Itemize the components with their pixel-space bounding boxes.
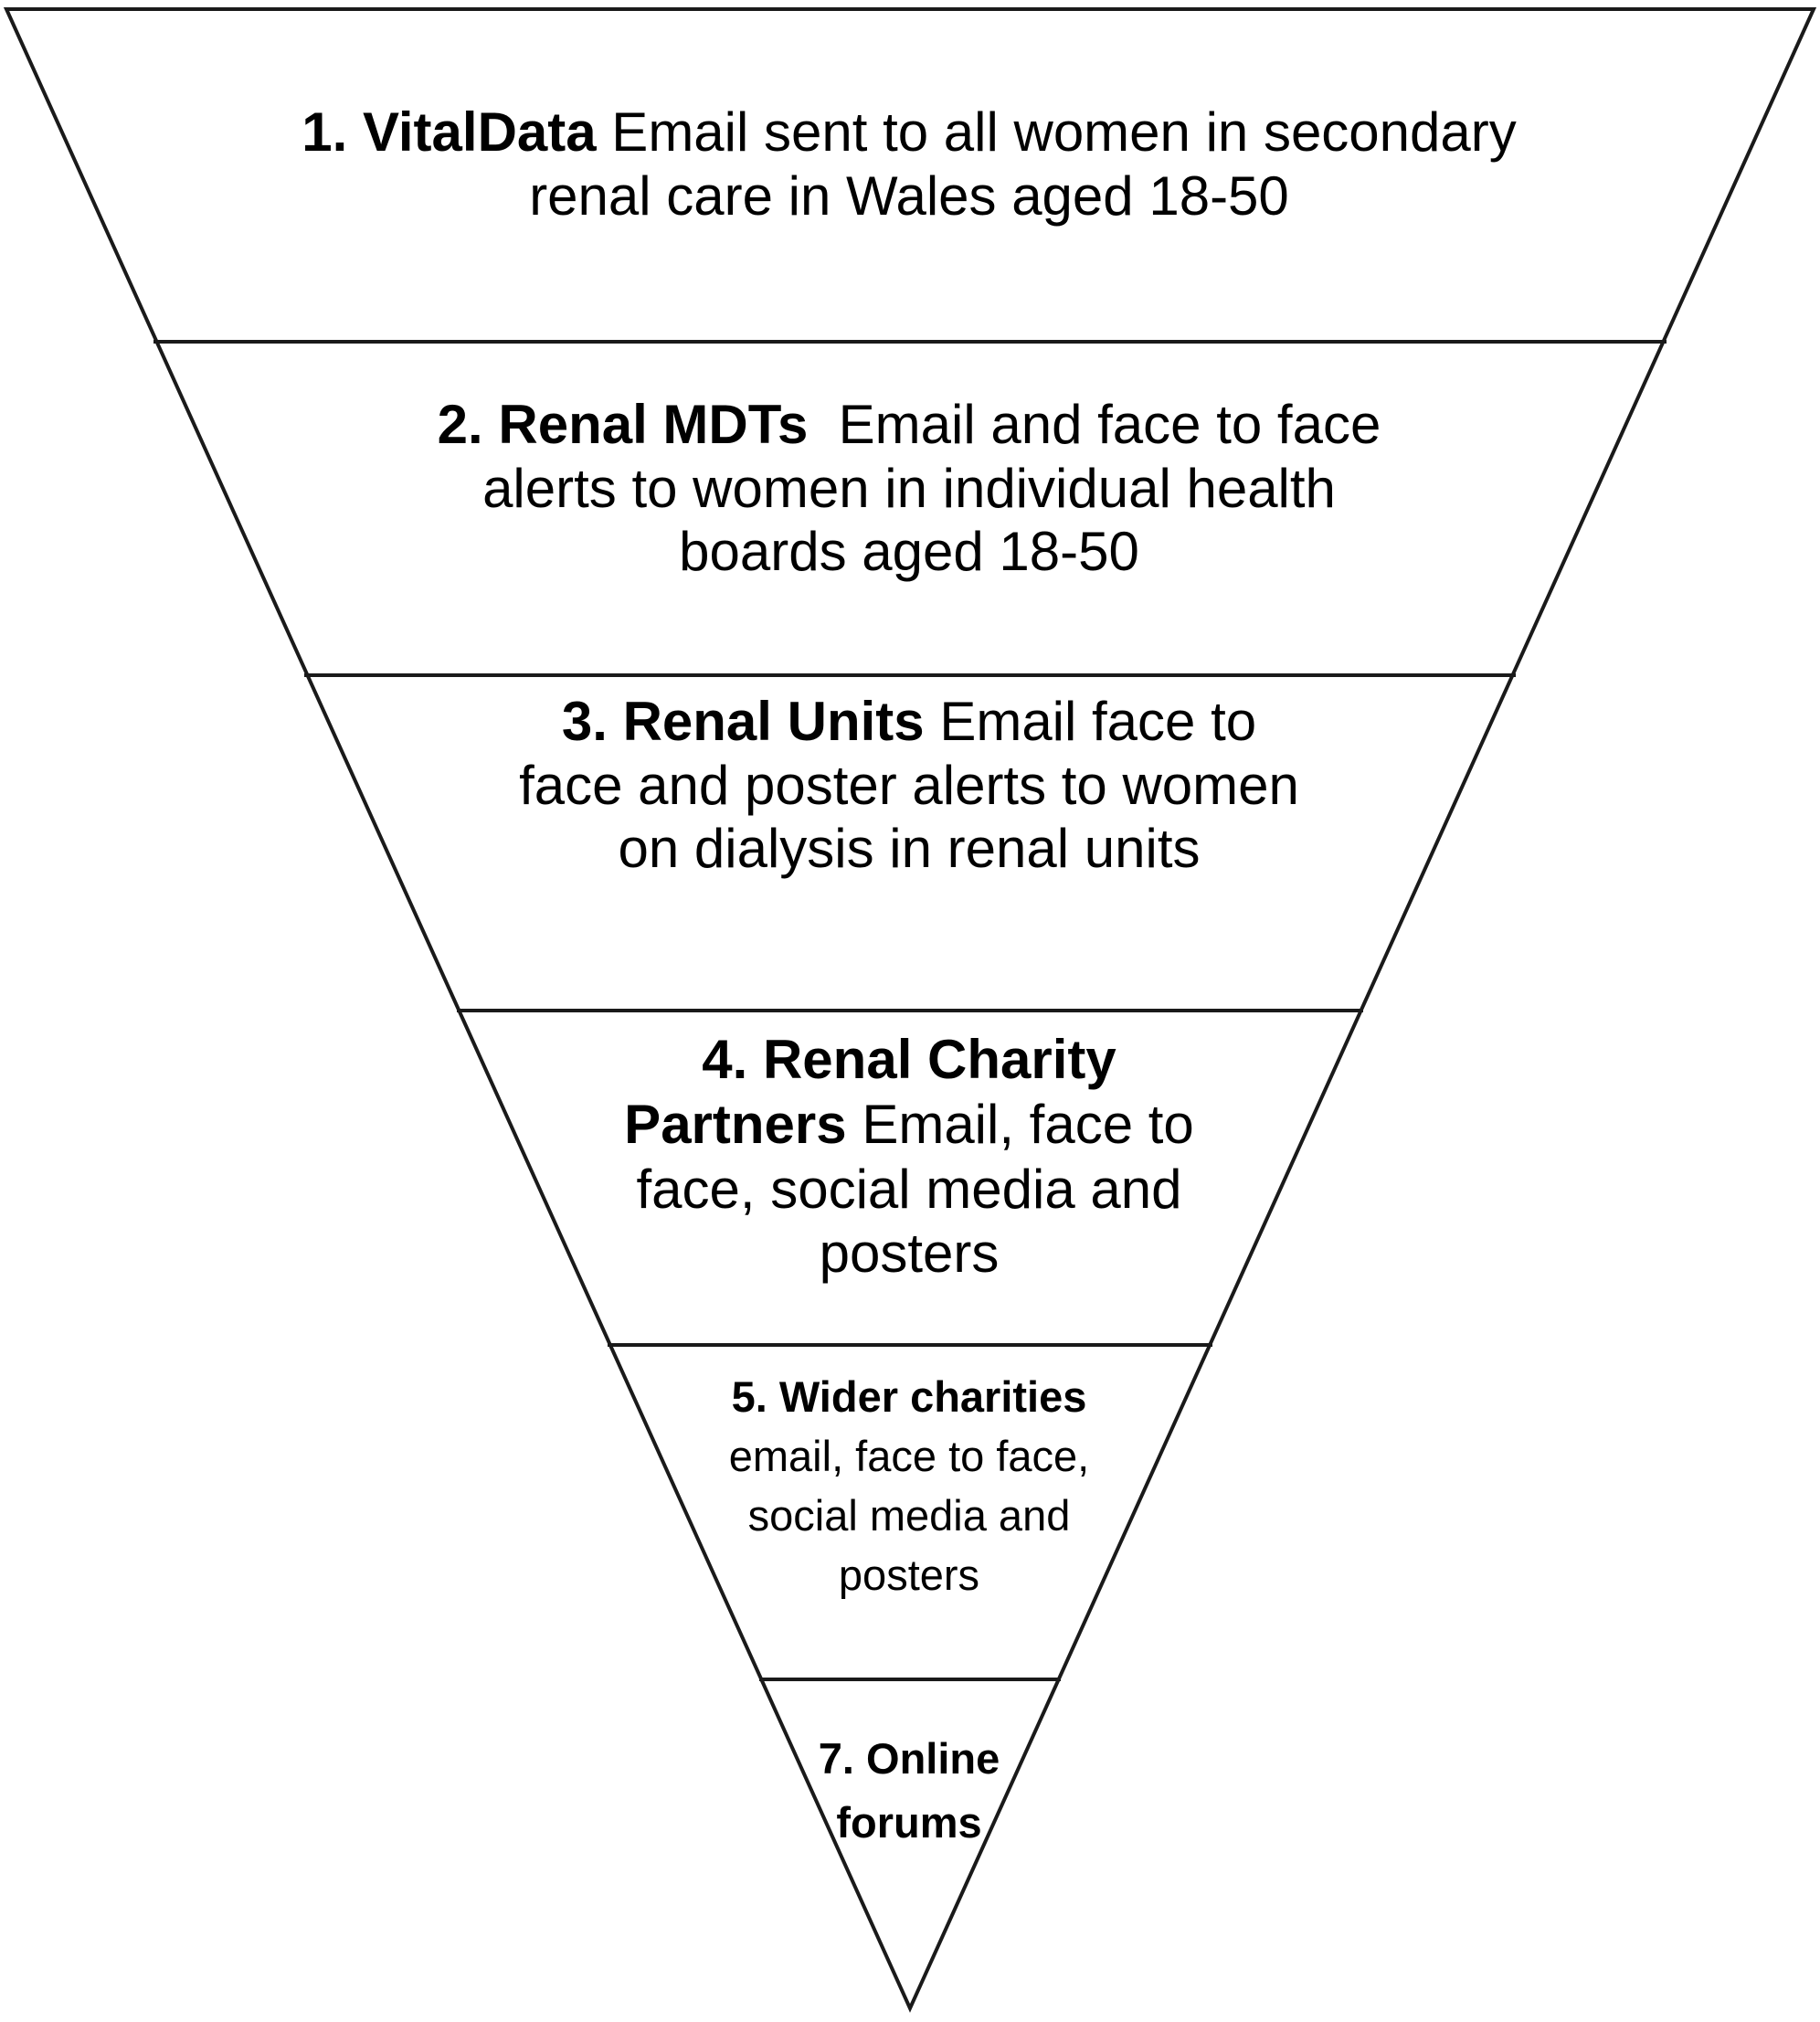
level-3-title: Renal Units <box>622 691 925 752</box>
level-4-number: 4. <box>702 1029 748 1090</box>
level-2-title: Renal MDTs <box>498 394 809 455</box>
level-7-title: Online forums <box>836 1734 1000 1847</box>
level-3-number: 3. <box>561 691 608 752</box>
level-4-label: 4. Renal Charity Partners Email, face to… <box>603 1028 1215 1286</box>
level-1-title: VitalData <box>362 101 597 163</box>
level-2-number: 2. <box>437 394 483 455</box>
level-3-text: Email face to face and poster alerts to … <box>519 691 1299 880</box>
level-5-text: email, face to face, social media and po… <box>728 1431 1090 1599</box>
level-1-text: Email sent to all women in secondary ren… <box>529 101 1517 227</box>
level-1-number: 1. <box>302 101 348 163</box>
level-4-title: Renal Charity Partners <box>624 1029 1116 1155</box>
level-3-label: 3. Renal Units Email face to face and po… <box>512 690 1307 881</box>
level-1-label: 1. VitalData Email sent to all women in … <box>302 101 1517 228</box>
level-2-text: Email and face to face alerts to women i… <box>482 394 1381 583</box>
level-7-number: 7. <box>818 1734 854 1783</box>
level-4-text: Email, face to face, social media and po… <box>636 1093 1194 1285</box>
level-5-label: 5. Wider charities email, face to face, … <box>704 1368 1115 1604</box>
level-5-number: 5. <box>731 1372 767 1421</box>
level-5-title: Wider charities <box>778 1372 1087 1421</box>
level-7-label: 7. Online forums <box>763 1727 1055 1855</box>
level-2-label: 2. Renal MDTs Email and face to face ale… <box>402 393 1416 584</box>
